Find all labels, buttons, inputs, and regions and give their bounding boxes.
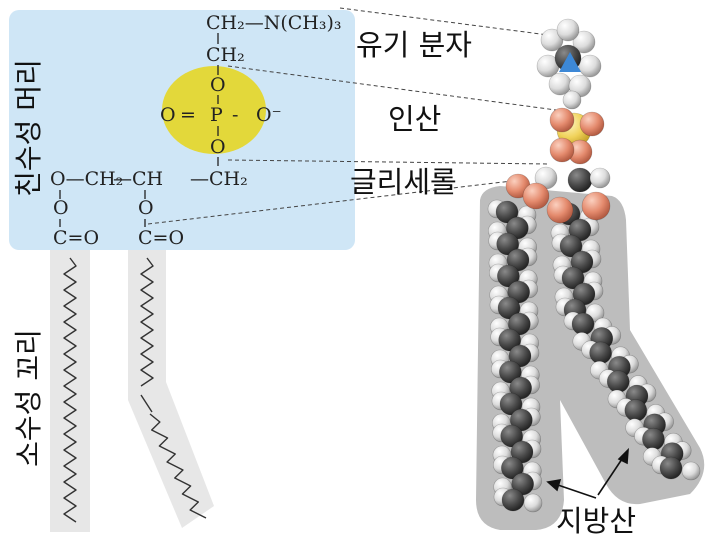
- oxygen-atom: [522, 182, 550, 210]
- phosphate-double-bond: =: [180, 104, 196, 126]
- hydrophilic-head-label: 친수성 머리: [12, 59, 45, 197]
- phosphate-oxygen-minus: O⁻: [256, 104, 282, 126]
- oxygen-upper: O: [210, 74, 226, 96]
- organic-molecule-label: 유기 분자: [356, 28, 472, 62]
- hydrogen-atom: [572, 30, 596, 54]
- glycerol-right: —CH₂: [190, 168, 248, 190]
- unsaturated-chain-lower: [149, 413, 207, 519]
- carbon-atom: [624, 399, 648, 422]
- phosphate-single-bond: -: [232, 104, 238, 126]
- carbon-atom: [495, 200, 519, 224]
- glycerol-left: O—CH₂: [50, 168, 123, 190]
- oxygen-atom: [549, 107, 575, 133]
- oxygen-atom: [579, 111, 605, 137]
- carbonyl-2: C=O: [138, 227, 184, 249]
- hydrogen-atom: [589, 167, 611, 189]
- ester-oxygen-1: O: [53, 197, 69, 219]
- fatty-acid-label: 지방산: [556, 504, 636, 538]
- phosphorus: P: [210, 104, 223, 126]
- carbon-atom: [606, 370, 630, 393]
- fatty-acid-chain-right: [549, 201, 701, 481]
- phosphate-label: 인산: [388, 102, 441, 136]
- carbonyl-1: C=O: [53, 227, 99, 249]
- hydrogen-atom: [523, 493, 543, 513]
- carbon-atom: [499, 392, 523, 416]
- oxygen-atom: [546, 196, 574, 224]
- fatty-acid-chain-left: [487, 199, 543, 513]
- carbon-atom: [571, 312, 595, 336]
- saturated-chain: [63, 257, 77, 523]
- carbon-atom: [499, 360, 522, 384]
- oxygen-atom: [581, 191, 611, 221]
- carbon-atom: [496, 232, 519, 256]
- carbon-atom: [589, 341, 612, 365]
- hydrogen-atom: [681, 461, 701, 481]
- hydrogen-atom: [540, 28, 564, 52]
- phosphate-oxygen-left: O: [160, 104, 176, 126]
- ester-oxygen-2: O: [138, 197, 154, 219]
- carbon-atom: [500, 424, 523, 448]
- carbon-atom: [567, 167, 593, 193]
- ch2-upper: CH₂: [206, 44, 245, 66]
- oxygen-atom: [549, 137, 575, 163]
- carbon-atom: [659, 456, 683, 480]
- carbon-atom: [561, 266, 585, 290]
- leader-lines: [147, 7, 557, 225]
- hydrogen-atom: [578, 54, 602, 78]
- hydrogen-atom: [562, 90, 582, 110]
- unsaturated-chain-upper: [140, 257, 154, 387]
- hydrogen-atom: [556, 18, 580, 42]
- oxygen-lower: O: [210, 136, 226, 158]
- double-bond-mark: [140, 394, 153, 413]
- tail-strip-unsaturated: [128, 250, 214, 528]
- glycerol-label: 글리세롤: [350, 165, 457, 199]
- carbon-atom: [498, 328, 521, 352]
- carbon-atom: [559, 234, 583, 258]
- hydrogen-atom: [548, 72, 572, 96]
- carbon-atom: [501, 488, 525, 512]
- tail-strip-saturated: [50, 250, 90, 532]
- phosphate-highlight: [162, 66, 266, 154]
- carbon-atom: [497, 296, 521, 320]
- carbon-atom: [497, 264, 520, 288]
- hydrophobic-tail-label: 소수성 꼬리: [12, 329, 45, 467]
- carbon-atom: [501, 456, 524, 480]
- glycerol-middle: —CH: [113, 168, 163, 190]
- space-filling-model: [476, 18, 705, 530]
- head-group-atoms: [505, 18, 611, 224]
- chemical-formula: CH₂—N(CH₃)₃ CH₂ O O = P - O⁻ O O—CH₂ —CH…: [50, 12, 342, 249]
- carbon-atom: [642, 427, 665, 451]
- fatty-acid-arrows: [546, 447, 629, 499]
- nitrogen-atom: [559, 52, 581, 72]
- choline-group: CH₂—N(CH₃)₃: [206, 12, 342, 34]
